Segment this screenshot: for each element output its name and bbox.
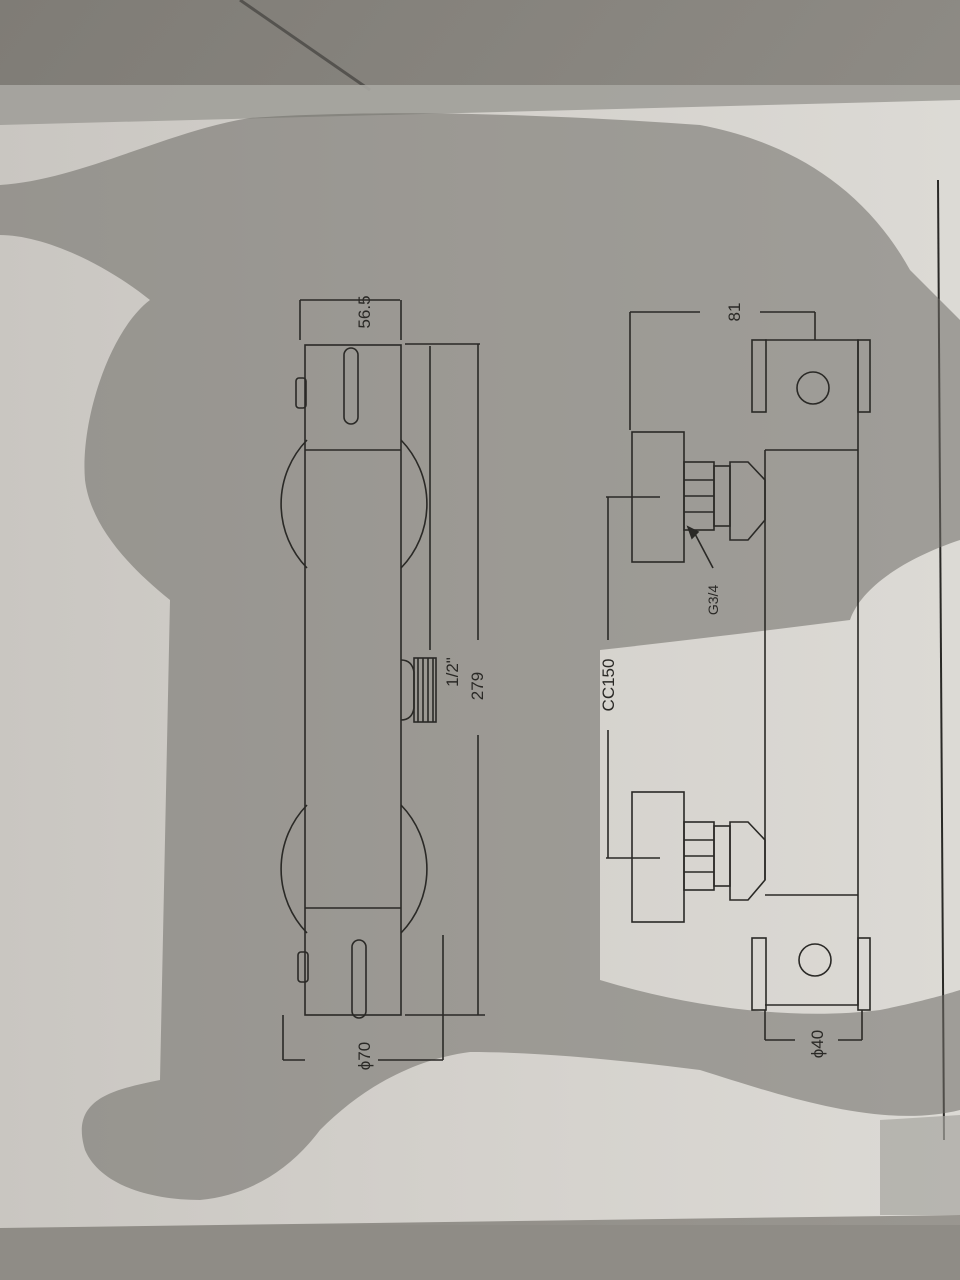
front-view-drawing (606, 311, 871, 1041)
side-view-drawing (280, 299, 485, 1061)
dim-width-label: 81 (725, 303, 744, 322)
dim-knob-diameter-label: ϕ70 (355, 1042, 374, 1070)
dim-overall-length-label: 279 (468, 672, 487, 700)
dim-handle-diameter-label: ϕ40 (808, 1030, 827, 1058)
dim-outlet-thread-label: 1/2" (443, 657, 462, 687)
dim-height-label: 56.5 (355, 295, 374, 328)
dim-centre-distance-label: CC150 (599, 659, 618, 712)
dim-inlet-thread-label: G3/4 (705, 585, 721, 616)
hand-shadow (0, 113, 960, 1200)
